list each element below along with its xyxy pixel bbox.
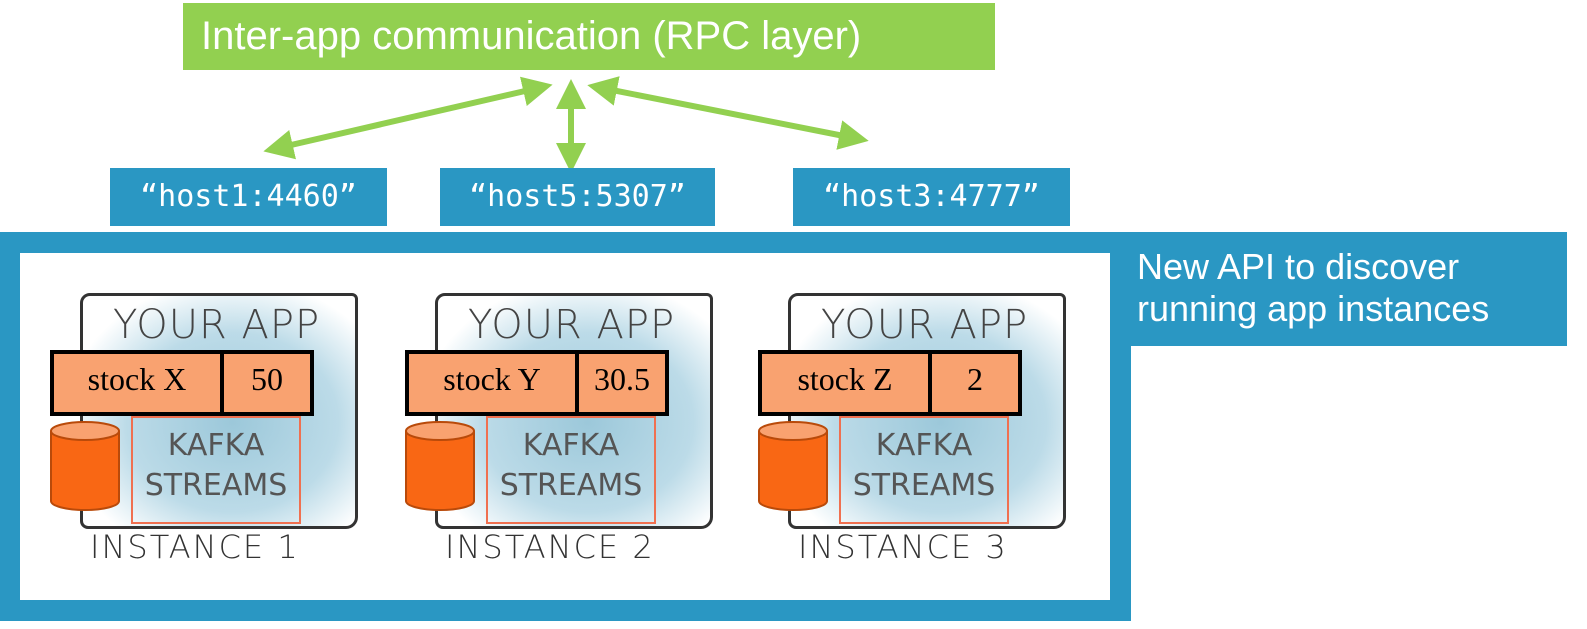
key-cell: stock Y (409, 354, 579, 412)
arrows (263, 76, 869, 173)
api-note: New API to discover running app instance… (1131, 232, 1567, 346)
value-cell: 2 (967, 361, 983, 397)
host3-label: “host3:4777” (793, 168, 1070, 226)
api-note-line1: New API to discover (1137, 246, 1460, 287)
kafka-streams-box: KAFKA STREAMS (486, 416, 656, 524)
database-icon (405, 421, 475, 511)
instance-label: INSTANCE 1 (90, 528, 300, 566)
kafka-text: KAFKA (522, 428, 620, 463)
app-title: YOUR APP (113, 302, 321, 348)
arrow-host3 (587, 76, 869, 150)
kafka-streams-box: KAFKA STREAMS (839, 416, 1009, 524)
app-title: YOUR APP (821, 302, 1029, 348)
rpc-layer-box: Inter-app communication (RPC layer) (183, 3, 995, 70)
value-cell: 50 (251, 361, 283, 397)
state-store-row: stock X 50 (50, 350, 314, 416)
instance-1: YOUR APP KAFKA STREAMS stock X 50 INSTANCE… (20, 253, 360, 600)
state-store-row: stock Y 30.5 (405, 350, 669, 416)
streams-text: STREAMS (852, 468, 996, 503)
kafka-streams-box: KAFKA STREAMS (131, 416, 301, 524)
streams-text: STREAMS (144, 468, 288, 503)
database-icon (758, 421, 828, 511)
state-store-row: stock Z 2 (758, 350, 1022, 416)
kafka-text: KAFKA (875, 428, 973, 463)
app-title: YOUR APP (468, 302, 676, 348)
instance-label: INSTANCE 3 (798, 528, 1008, 566)
kafka-text: KAFKA (167, 428, 265, 463)
instance-2: YOUR APP KAFKA STREAMS stock Y 30.5 INSTAN… (375, 253, 715, 600)
value-cell: 30.5 (594, 361, 650, 397)
instance-3: YOUR APP KAFKA STREAMS stock Z 2 INSTANCE … (728, 253, 1068, 600)
arrow-host1 (263, 76, 553, 160)
key-cell: stock X (54, 354, 224, 412)
database-icon (50, 421, 120, 511)
instance-label: INSTANCE 2 (445, 528, 655, 566)
api-note-line2: running app instances (1137, 288, 1490, 329)
key-cell: stock Z (762, 354, 932, 412)
host5-label: “host5:5307” (440, 168, 715, 226)
streams-text: STREAMS (499, 468, 643, 503)
host1-label: “host1:4460” (110, 168, 387, 226)
